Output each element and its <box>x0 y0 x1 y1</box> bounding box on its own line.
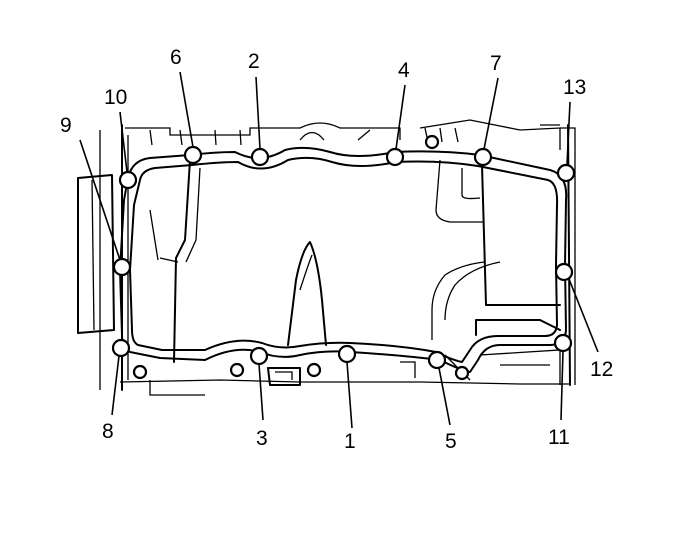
callout-5: 5 <box>445 430 457 453</box>
callout-labels: 1 2 3 4 5 6 7 8 9 10 11 12 13 <box>60 46 613 453</box>
leader-lines <box>79 71 599 429</box>
callout-11: 11 <box>548 426 570 449</box>
callout-13: 13 <box>563 76 586 99</box>
bolt-6 <box>183 145 203 165</box>
bolt-3 <box>249 346 269 366</box>
bolt-2 <box>250 147 270 167</box>
bolt-7 <box>473 147 493 167</box>
bolt-5 <box>427 350 447 370</box>
bolts <box>111 145 576 370</box>
small-fasteners <box>132 134 470 381</box>
callout-4: 4 <box>398 59 410 82</box>
bolt-13 <box>556 163 576 183</box>
bolt-1 <box>337 344 357 364</box>
callout-12: 12 <box>590 358 613 381</box>
callout-3: 3 <box>256 427 268 450</box>
bolt-8 <box>111 338 131 358</box>
bolt-10 <box>118 170 138 190</box>
callout-9: 9 <box>60 114 72 137</box>
callout-1: 1 <box>344 430 356 453</box>
bolt-12 <box>554 262 574 282</box>
bolt-11 <box>553 333 573 353</box>
callout-7: 7 <box>490 52 502 75</box>
callout-10: 10 <box>104 86 127 109</box>
callout-6: 6 <box>170 46 182 69</box>
oil-pan-inner-detail <box>149 127 561 386</box>
callout-8: 8 <box>102 420 114 443</box>
callout-2: 2 <box>248 50 260 73</box>
bolt-4 <box>385 147 405 167</box>
bolt-9 <box>112 257 132 277</box>
